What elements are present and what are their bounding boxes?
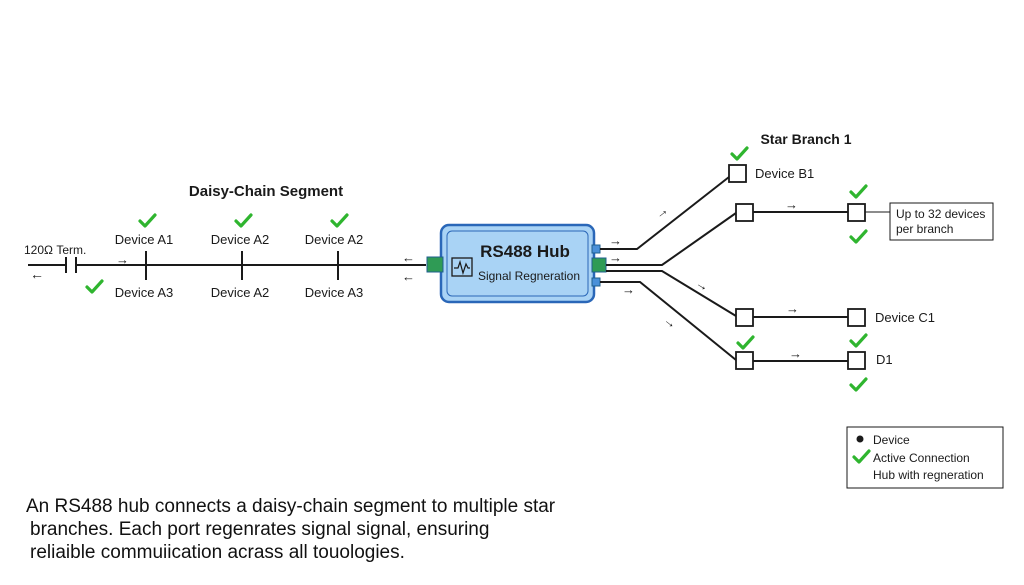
device-label: Device A2 (211, 232, 270, 247)
hub-port (591, 277, 601, 287)
caption-line: branches. Each port regenrates signal si… (30, 519, 490, 540)
legend-box (846, 426, 1004, 489)
device-label-d1: D1 (876, 352, 893, 367)
note-line: per branch (896, 222, 953, 236)
caption-line: An RS488 hub connects a daisy-chain segm… (26, 496, 556, 517)
check-icon (849, 229, 868, 244)
termination-label: 120Ω Term. (24, 243, 86, 257)
signal-arrow-right-icon: → (789, 346, 802, 361)
hub-port (591, 244, 601, 254)
branch-line-c1 (606, 270, 737, 317)
daisy-chain-title: Daisy-Chain Segment (189, 183, 343, 200)
check-icon (234, 213, 253, 228)
signal-arrow-diag-icon: → (661, 312, 680, 332)
device-label: Device A1 (115, 232, 174, 247)
signal-arrow-diag-icon: → (652, 202, 671, 222)
signal-arrow-right-icon: → (785, 197, 798, 212)
check-icon (85, 279, 104, 294)
device-label: Device A3 (305, 285, 364, 300)
branch-line-b1 (600, 176, 730, 250)
device-node (847, 203, 866, 222)
hub-port-left (426, 256, 444, 273)
device-node (735, 351, 754, 370)
device-node (735, 308, 754, 327)
device-node-d1 (847, 351, 866, 370)
branch-line-d1 (600, 281, 737, 361)
check-icon (849, 333, 868, 348)
hub-title: RS488 Hub (480, 242, 570, 261)
device-node-b1 (728, 164, 747, 183)
device-label-b1: Device B1 (755, 166, 814, 181)
check-icon (849, 377, 868, 392)
hub-port (591, 257, 607, 273)
device-node (735, 203, 754, 222)
device-label: Device A2 (211, 285, 270, 300)
device-label: Device A3 (115, 285, 174, 300)
hub-subtitle: Signal Regneration (478, 269, 580, 283)
legend-hub: Hub with regneration (873, 468, 984, 482)
check-icon (330, 213, 349, 228)
check-icon (849, 184, 868, 199)
device-node-c1 (847, 308, 866, 327)
signal-arrow-right-icon: → (609, 250, 622, 265)
signal-arrow-right-icon: → (116, 252, 129, 267)
branch-line-upper (606, 212, 737, 266)
signal-arrow-left-icon: ← (30, 266, 44, 282)
check-icon (730, 146, 749, 161)
note-box (889, 202, 994, 241)
device-label: Device A2 (305, 232, 364, 247)
signal-arrow-left-icon: ← (402, 269, 415, 284)
waveform-icon (451, 257, 473, 277)
caption-line: reliaible commuiication acrass all touol… (30, 542, 405, 563)
hub-inner-frame (446, 230, 589, 297)
device-dot-icon (856, 435, 864, 443)
hub-box (439, 223, 596, 304)
signal-arrow-right-icon: → (622, 282, 635, 297)
signal-arrow-left-icon: ← (402, 250, 415, 265)
device-label-c1: Device C1 (875, 310, 935, 325)
signal-arrow-right-icon: → (786, 301, 799, 316)
legend-device: Device (873, 433, 910, 447)
check-icon (138, 213, 157, 228)
legend-active: Active Connection (873, 451, 970, 465)
note-line: Up to 32 devices (896, 207, 985, 221)
check-icon (736, 335, 755, 350)
signal-arrow-right-icon: → (609, 233, 622, 248)
star-branch-title: Star Branch 1 (760, 131, 851, 147)
diagram-caption: An RS488 hub connects a daisy-chain segm… (26, 495, 666, 564)
